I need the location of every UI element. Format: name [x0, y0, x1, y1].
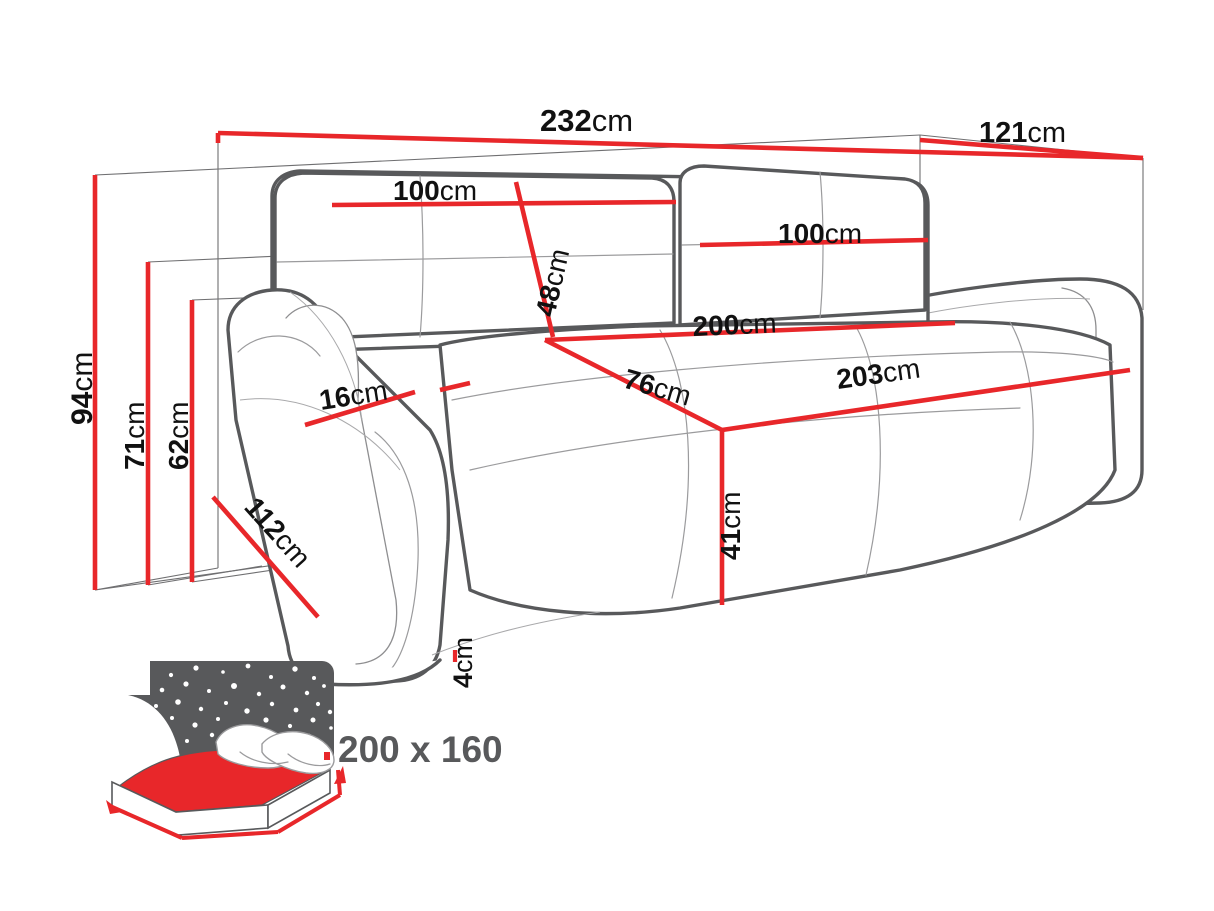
dimline-121: [919, 137, 1144, 161]
dimline-76: [543, 337, 724, 433]
label-16: 16cm: [317, 375, 389, 416]
dimline-16: [304, 389, 416, 428]
back-cushion-right: [678, 164, 927, 327]
label-41: 41cm: [715, 492, 746, 560]
label-203: 203cm: [835, 353, 923, 395]
sleeping-area-icon: 200 x 160: [106, 661, 503, 840]
label-100-right: 100cm: [778, 218, 862, 249]
label-121: 121cm: [979, 117, 1066, 149]
dimline-232: [217, 130, 1144, 161]
dimension-lines: [92, 130, 1144, 662]
dimline-100-left: [331, 199, 677, 208]
dimline-203: [721, 367, 1131, 433]
label-100-left: 100cm: [393, 175, 477, 206]
sleeping-area-label: 200 x 160: [338, 729, 503, 770]
dimension-labels: 232cm 121cm 94cm 71cm 62cm 100cm 100cm: [66, 103, 1066, 688]
dimline-48: [513, 181, 556, 338]
swoosh-curve: [128, 695, 181, 766]
label-232: 232cm: [540, 103, 633, 138]
dimline-112: [211, 495, 320, 619]
dimline-100-right: [699, 237, 929, 248]
label-94: 94cm: [66, 352, 99, 425]
label-71: 71cm: [119, 402, 150, 470]
label-4: 4cm: [448, 637, 478, 688]
arrow-head-left: [106, 800, 122, 814]
mattress-dim-arrows: [109, 769, 342, 840]
label-62: 62cm: [163, 402, 194, 470]
sofa-illustration: [226, 164, 1144, 687]
arrow-head-right: [334, 766, 346, 784]
arrow-tick: [324, 752, 330, 760]
dimline-200: [544, 320, 956, 343]
mattress-side-right: [267, 768, 331, 830]
label-200: 200cm: [692, 307, 777, 342]
sofa-seat-block: [438, 320, 1117, 616]
